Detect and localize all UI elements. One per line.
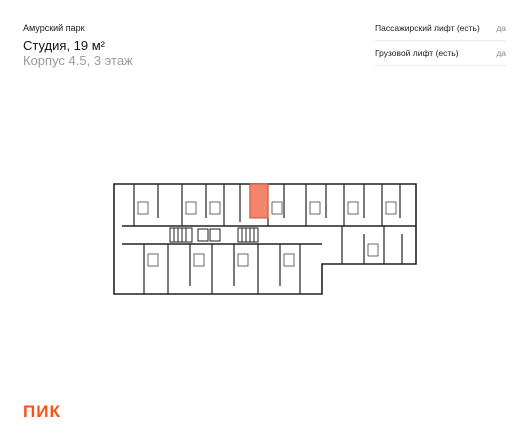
building-core xyxy=(169,227,259,243)
lower-partitions xyxy=(143,226,403,294)
passenger-lift-value: да xyxy=(496,23,506,33)
apartment-title: Студия, 19 м² xyxy=(23,38,106,53)
passenger-lift-row: Пассажирский лифт (есть) да xyxy=(375,16,506,41)
floor-plan xyxy=(113,183,417,295)
lift-info: Пассажирский лифт (есть) да Грузовой лиф… xyxy=(375,16,506,66)
highlighted-apartment xyxy=(249,183,269,219)
project-name: Амурский парк xyxy=(23,23,85,33)
pik-logo[interactable]: ПИК xyxy=(23,402,61,421)
freight-lift-value: да xyxy=(496,48,506,58)
freight-lift-label: Грузовой лифт (есть) xyxy=(375,48,459,58)
building-floor: Корпус 4.5, 3 этаж xyxy=(23,53,133,68)
outer-wall xyxy=(113,183,417,295)
passenger-lift-label: Пассажирский лифт (есть) xyxy=(375,23,480,33)
freight-lift-row: Грузовой лифт (есть) да xyxy=(375,41,506,66)
interior-details xyxy=(137,201,397,267)
